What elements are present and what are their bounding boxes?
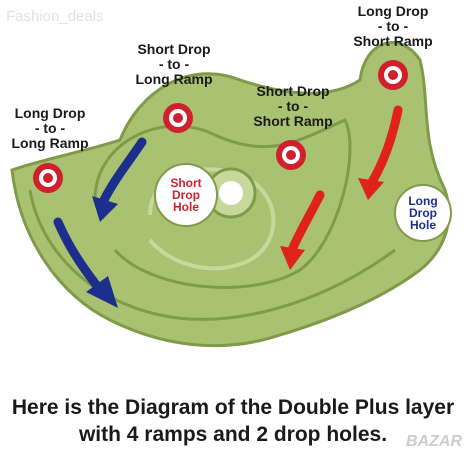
short-drop-hole-label: Short Drop Hole	[160, 177, 212, 213]
arrow-blue-2	[92, 137, 147, 222]
label-line: - to -	[377, 18, 409, 34]
hole-label-line: Drop	[409, 206, 437, 220]
label-line: - to -	[34, 120, 66, 136]
hole-label-line: Hole	[409, 218, 436, 232]
label-line: Short Drop	[137, 41, 211, 57]
bazar-logo: BAZAR	[406, 433, 462, 450]
label-short-drop-short-ramp: Short Drop - to - Short Ramp	[240, 84, 346, 129]
label-line: Long Ramp	[11, 135, 89, 151]
label-long-drop-long-ramp: Long Drop - to - Long Ramp	[0, 106, 100, 151]
label-line: Long Ramp	[135, 71, 213, 87]
label-line: - to -	[158, 56, 190, 72]
label-line: Long Drop	[357, 3, 429, 19]
hole-label-line: Drop	[172, 188, 200, 202]
label-line: - to -	[277, 98, 309, 114]
label-line: Long Drop	[14, 105, 86, 121]
label-short-drop-long-ramp: Short Drop - to - Long Ramp	[124, 42, 224, 87]
target-left	[33, 163, 63, 193]
arrow-blue-1	[53, 217, 118, 308]
ramp-groove-outer	[28, 189, 396, 321]
label-line: Short Drop	[256, 83, 330, 99]
arrow-red-2	[358, 105, 403, 200]
target-mid-right	[276, 140, 306, 170]
short-drop-hole	[154, 163, 218, 227]
hole-label-line: Hole	[172, 200, 199, 214]
label-line: Short Ramp	[253, 113, 333, 129]
long-drop-hole	[394, 184, 452, 242]
caption-line: with 4 ramps and 2 drop holes.	[78, 423, 388, 446]
hole-label-line: Short	[170, 176, 202, 190]
center-hole-opening	[219, 181, 243, 205]
caption-line: Here is the Diagram of the Double Plus l…	[11, 396, 455, 419]
label-long-drop-short-ramp: Long Drop - to - Short Ramp	[340, 4, 446, 49]
long-drop-hole-label: Long Drop Hole	[398, 195, 448, 231]
ramp-groove-inner	[93, 118, 352, 289]
target-right	[378, 60, 408, 90]
watermark: Fashion_deals	[6, 8, 104, 25]
label-line: Short Ramp	[353, 33, 433, 49]
target-mid-left	[163, 103, 193, 133]
hole-label-line: Long	[408, 194, 438, 208]
diagram-caption: Here is the Diagram of the Double Plus l…	[0, 394, 466, 448]
arrow-red-1	[280, 190, 325, 270]
